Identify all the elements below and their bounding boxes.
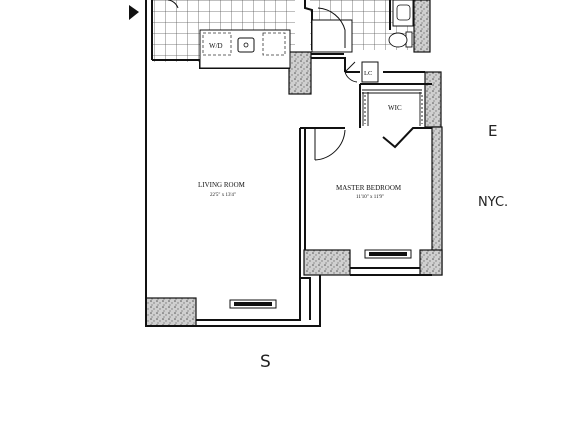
wall-mass-living-corner: [145, 297, 197, 327]
linen-closet: [361, 61, 379, 83]
living-room-window-inner: [234, 302, 272, 306]
master-bedroom-dims: 11'10" x 11'9": [356, 195, 384, 200]
page-marker-icon: [129, 5, 139, 20]
walls: [145, 0, 432, 327]
master-bedroom-label: MASTER BEDROOM: [336, 184, 402, 192]
kitchen-sink: [237, 37, 255, 53]
bedroom-door-swing: [314, 128, 346, 161]
sink-drain-icon: [243, 42, 249, 48]
toilet-bowl: [388, 32, 408, 48]
bedroom-window-inner: [369, 252, 407, 256]
wall-mass-bath: [413, 0, 431, 53]
linen-closet-door-swing: [344, 61, 358, 83]
living-room-label: LIVING ROOM: [198, 181, 246, 189]
bathtub: [311, 19, 353, 53]
wall-mass-bedroom-bottom-left: [303, 249, 351, 276]
bath-sink: [396, 4, 411, 21]
bath-door-swing: [317, 7, 346, 48]
linen-closet-label: LC: [364, 70, 372, 77]
washer-dryer-label: W/D: [209, 42, 223, 50]
wic-closet-rods: [362, 89, 426, 126]
wall-mass-bedroom-bottom-right: [419, 249, 443, 276]
south-annotation: S: [260, 352, 271, 372]
wic-label: WIC: [388, 104, 402, 112]
kitchen-door-swing: [167, 0, 179, 9]
washer-dryer-box: [202, 32, 232, 56]
dishwasher-box: [262, 32, 286, 56]
wall-mass-kitchen: [288, 51, 312, 95]
east-annotation: E: [488, 122, 497, 140]
city-annotation: NYC.: [478, 195, 508, 210]
wall-mass-wic: [424, 71, 442, 128]
living-room-dims: 22'5" x 13'4": [210, 193, 236, 198]
